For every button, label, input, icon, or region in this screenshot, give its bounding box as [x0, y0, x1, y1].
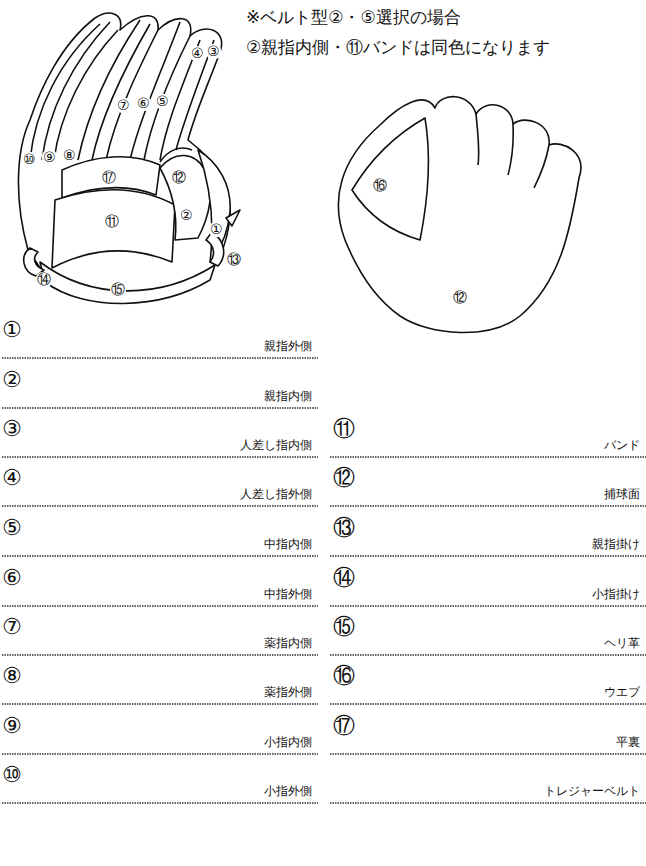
- item-number: ③: [2, 417, 22, 441]
- part-name: 小指外側: [264, 785, 312, 798]
- underline: [330, 802, 646, 804]
- callout-number: ⑫: [171, 170, 187, 185]
- part-name: 薬指外側: [264, 686, 312, 699]
- item-number: ⑩: [2, 763, 22, 787]
- underline: [2, 654, 318, 656]
- underline: [2, 456, 318, 458]
- underline: [330, 555, 646, 557]
- item-number: ⑥: [2, 566, 22, 590]
- part-name: 捕球面: [604, 488, 640, 501]
- callout-number: ⑭: [36, 272, 52, 287]
- underline: [2, 703, 318, 705]
- item-number: ②: [2, 368, 22, 392]
- underline: [330, 703, 646, 705]
- part-name: バンド: [604, 439, 640, 452]
- item-number: ⑰: [333, 714, 355, 738]
- item-number: ⑬: [333, 516, 355, 540]
- callout-number: ②: [179, 208, 194, 223]
- item-number: ⑨: [2, 714, 22, 738]
- item-number: ①: [2, 318, 22, 342]
- callout-number: ⑤: [155, 94, 170, 109]
- callout-number: ①: [209, 222, 224, 237]
- item-number: ⑭: [333, 566, 355, 590]
- item-number: ⑮: [333, 615, 355, 639]
- part-name: 小指内側: [264, 736, 312, 749]
- underline: [2, 407, 318, 409]
- callout-number: ④: [190, 46, 205, 61]
- underline: [2, 753, 318, 755]
- part-name: 人差し指外側: [240, 488, 312, 501]
- callout-number: ③: [206, 44, 221, 59]
- underline: [330, 605, 646, 607]
- part-name: 中指外側: [264, 588, 312, 601]
- underline: [330, 505, 646, 507]
- callout-number: ⑦: [116, 98, 131, 113]
- part-name: 薬指内側: [264, 637, 312, 650]
- item-number: ④: [2, 466, 22, 490]
- underline: [2, 357, 318, 359]
- callout-number: ⑰: [101, 170, 117, 185]
- underline: [330, 654, 646, 656]
- note-text: ※ベルト型②・⑤選択の場合: [246, 8, 461, 27]
- part-name: 人差し指内側: [240, 439, 312, 452]
- part-name: ウエブ: [604, 686, 640, 699]
- underline: [330, 456, 646, 458]
- part-name: 親指掛け: [592, 538, 640, 551]
- callout-number: ⑫: [452, 290, 468, 305]
- part-name: ヘリ革: [604, 637, 640, 650]
- callout-number: ⑨: [42, 150, 57, 165]
- underline: [2, 802, 318, 804]
- callout-number: ⑬: [226, 252, 242, 267]
- item-number: ⑧: [2, 664, 22, 688]
- part-name: 中指内側: [264, 538, 312, 551]
- callout-number: ⑧: [62, 148, 77, 163]
- item-number: ⑤: [2, 516, 22, 540]
- callout-number: ⑩: [22, 152, 37, 167]
- underline: [2, 605, 318, 607]
- part-name: 小指掛け: [592, 588, 640, 601]
- callout-number: ⑪: [104, 214, 120, 229]
- callout-number: ⑯: [372, 178, 388, 193]
- underline: [2, 505, 318, 507]
- item-number: ⑯: [333, 664, 355, 688]
- note-text: ②親指内側・⑪バンドは同色になります: [246, 38, 550, 57]
- item-number: ⑪: [333, 417, 355, 441]
- part-name: 親指内側: [264, 390, 312, 403]
- part-name: 親指外側: [264, 340, 312, 353]
- callout-number: ⑥: [136, 96, 151, 111]
- callout-number: ⑮: [110, 282, 126, 297]
- item-number: ⑦: [2, 615, 22, 639]
- underline: [2, 555, 318, 557]
- part-name: 平裏: [616, 736, 640, 749]
- underline: [330, 753, 646, 755]
- item-number: ⑫: [333, 466, 355, 490]
- part-name: トレジャーベルト: [544, 785, 640, 798]
